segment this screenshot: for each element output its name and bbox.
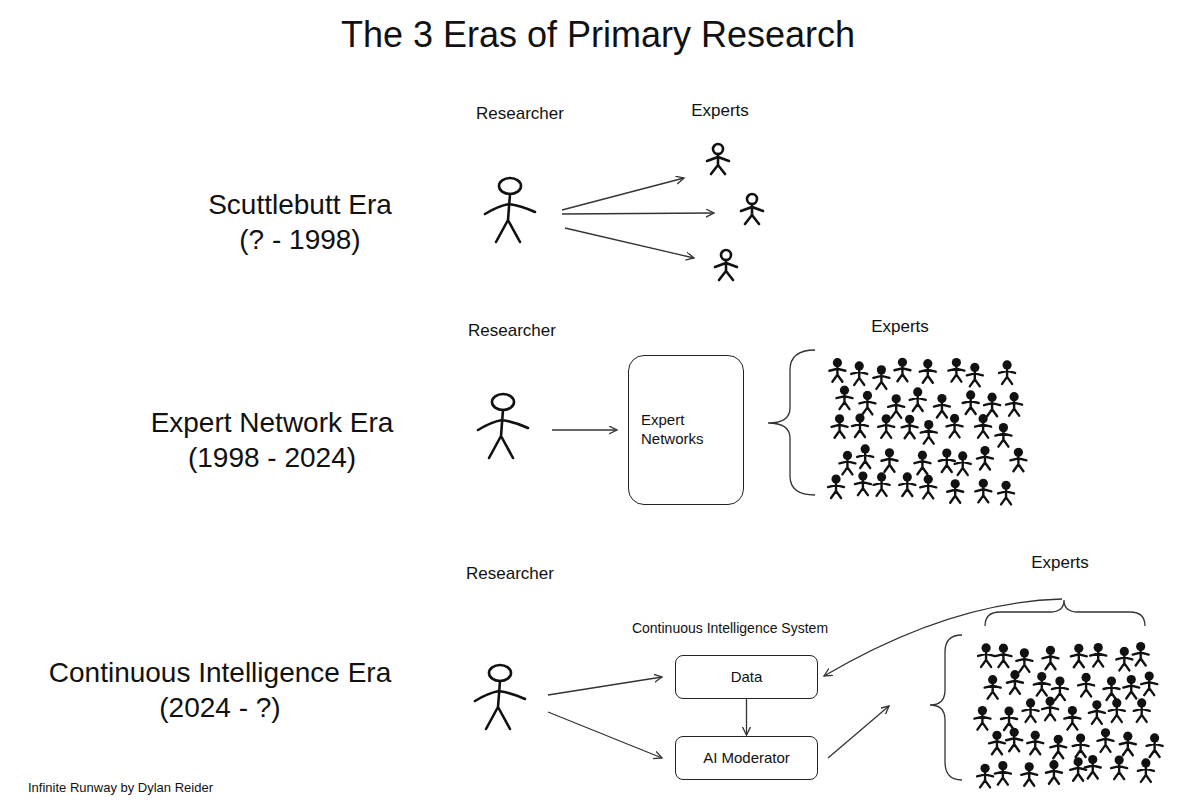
- figure-label: Researcher: [476, 104, 564, 124]
- figure-label: Experts: [1031, 553, 1089, 573]
- figure-label: Researcher: [468, 321, 556, 341]
- diagram-title: The 3 Eras of Primary Research: [341, 13, 855, 56]
- era-label: Continuous Intelligence Era (2024 - ?): [35, 655, 405, 725]
- figure-label: Researcher: [466, 564, 554, 584]
- era-label: Scuttlebutt Era (? - 1998): [200, 187, 400, 257]
- process-box: Data: [675, 655, 818, 699]
- process-box: AI Moderator: [675, 736, 818, 780]
- figure-label: Experts: [871, 317, 929, 337]
- process-box: Expert Networks: [628, 355, 744, 505]
- connector-arrow: [746, 699, 747, 735]
- era-label: Expert Network Era (1998 - 2024): [142, 405, 402, 475]
- box-text: AI Moderator: [703, 749, 790, 768]
- box-text: Data: [731, 668, 763, 687]
- figure-label: Continuous Intelligence System: [632, 620, 828, 637]
- box-text: Expert Networks: [641, 411, 731, 449]
- figure-label: Experts: [691, 101, 749, 121]
- diagram-caption: Infinite Runway by Dylan Reider: [28, 780, 213, 796]
